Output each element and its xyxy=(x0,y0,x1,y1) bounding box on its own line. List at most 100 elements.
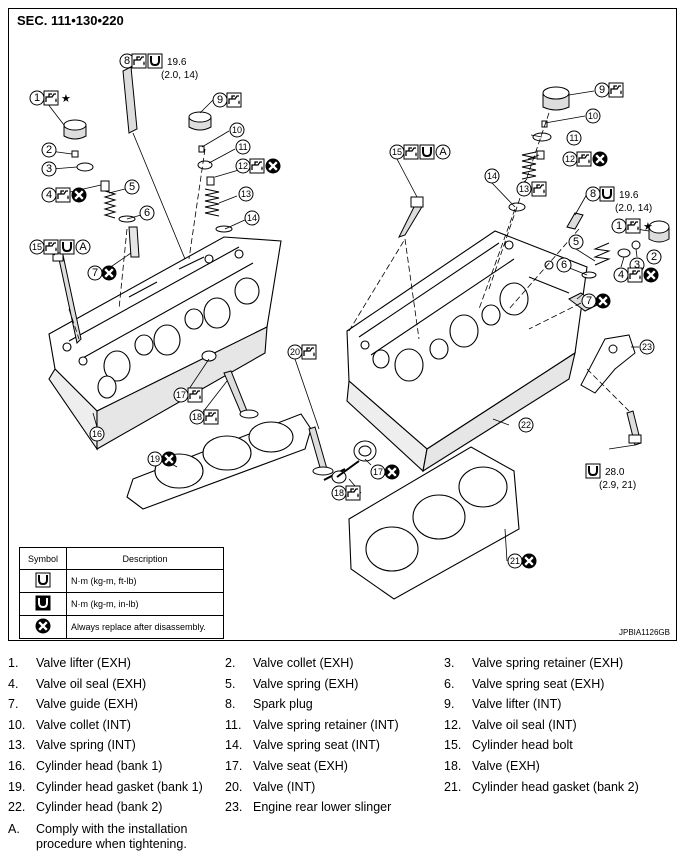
callout-14: 14 xyxy=(487,171,497,181)
callout-10: 10 xyxy=(232,125,242,135)
legend-text: Spark plug xyxy=(253,697,313,712)
legend-text: Valve seat (EXH) xyxy=(253,758,348,773)
callout-11: 11 xyxy=(238,142,247,152)
callout-13: 13 xyxy=(241,189,251,199)
oil-icon xyxy=(576,151,592,167)
torque-value-alt: (2.0, 14) xyxy=(615,203,652,214)
star-mark: ★ xyxy=(61,92,71,105)
replace-icon xyxy=(70,186,88,204)
callout-17: 17 xyxy=(176,390,186,400)
symbol-description: Always replace after disassembly. xyxy=(66,615,224,639)
legend-number: 3. xyxy=(444,656,455,670)
oil-icon xyxy=(131,53,147,69)
legend-number: 9. xyxy=(444,697,455,712)
callout-22: 22 xyxy=(521,420,531,430)
bank1-valve-parts xyxy=(52,66,347,484)
torque-value: 28.0 xyxy=(605,467,625,478)
legend-text: Valve guide (EXH) xyxy=(36,697,138,712)
callout-1: 1 xyxy=(616,220,622,232)
legend-item: 16.Cylinder head (bank 1) xyxy=(8,759,162,773)
legend-text: Valve spring seat (INT) xyxy=(253,738,380,753)
legend-item: 21. Cylinder head gasket (bank 2) xyxy=(444,780,639,794)
legend-text: Valve oil seal (EXH) xyxy=(36,676,147,691)
callout-1: 1 xyxy=(34,92,40,104)
callout-20: 20 xyxy=(290,347,300,357)
legend-number: 23. xyxy=(225,800,243,815)
symbol-row: N·m (kg-m, in-lb) xyxy=(19,592,224,616)
legend-item: 15.Cylinder head bolt xyxy=(444,738,573,752)
oil-icon xyxy=(403,144,419,160)
legend-number: 5. xyxy=(225,676,236,691)
oil-icon xyxy=(625,218,641,234)
legend-number: 19. xyxy=(8,779,26,794)
legend-text: Valve lifter (INT) xyxy=(472,697,562,712)
gasket-bank2 xyxy=(348,446,520,600)
callout-19: 19 xyxy=(150,454,160,464)
torque-value-alt: (2.0, 14) xyxy=(161,70,198,81)
legend-number: 1. xyxy=(8,656,19,670)
legend-number: 18. xyxy=(444,758,462,773)
legend-item: 9. Valve lifter (INT) xyxy=(444,697,561,711)
legend-number: 2. xyxy=(225,656,236,670)
legend-item: 19.Cylinder head gasket (bank 1) xyxy=(8,780,203,794)
torque-value: 19.6 xyxy=(619,190,639,201)
callout-6: 6 xyxy=(144,207,150,219)
section-title: SEC. 111•130•220 xyxy=(17,13,124,28)
torque-nm-inlb-icon xyxy=(35,595,51,611)
legend-item: 4. Valve oil seal (EXH) xyxy=(8,677,146,691)
legend-item: 7.Valve guide (EXH) xyxy=(8,697,138,711)
legend-item: 1.Valve lifter (EXH) xyxy=(8,656,131,670)
replace-icon xyxy=(160,450,178,468)
legend-number: 13. xyxy=(8,738,26,753)
legend-row: 19.Cylinder head gasket (bank 1) 20. Valve… xyxy=(8,780,676,801)
note-a-marker: A xyxy=(79,241,87,253)
torque-nm-ftlb-icon xyxy=(35,572,51,588)
oil-icon xyxy=(627,267,643,283)
legend-number: 12. xyxy=(444,717,462,732)
legend-item: 18.Valve (EXH) xyxy=(444,759,540,773)
exploded-diagram: 1 2 3 4 5 6 7 8 9 10 11 12 13 14 15 16 1… xyxy=(29,53,670,600)
legend-row: 1.Valve lifter (EXH) 2.Valve collet (EXH)… xyxy=(8,656,676,677)
symbol-description: N·m (kg-m, in-lb) xyxy=(66,592,224,616)
legend-item: 2.Valve collet (EXH) xyxy=(225,656,354,670)
legend-number: 8. xyxy=(225,697,236,712)
callout-18: 18 xyxy=(334,488,344,498)
legend-text: Valve spring (INT) xyxy=(36,738,136,753)
note-a-markers xyxy=(75,144,451,255)
oil-icon xyxy=(608,82,624,98)
legend-text: Engine rear lower slinger xyxy=(253,800,392,815)
oil-icon xyxy=(345,485,361,501)
legend-item: 22.Cylinder head (bank 2) xyxy=(8,800,162,814)
torque-icon xyxy=(599,186,615,202)
callout-15: 15 xyxy=(32,242,42,252)
replace-icon xyxy=(100,264,118,282)
legend-text: Valve (INT) xyxy=(253,779,316,794)
legend-number: 21. xyxy=(444,779,462,794)
legend-text: Valve spring retainer (EXH) xyxy=(472,656,624,670)
callout-5: 5 xyxy=(129,181,135,193)
legend-row: 10.Valve collet (INT) 11.Valve spring ret… xyxy=(8,718,676,739)
oil-icon xyxy=(55,187,71,203)
callout-14: 14 xyxy=(247,213,257,223)
legend-text: Cylinder head gasket (bank 2) xyxy=(472,779,639,794)
legend-number: 15. xyxy=(444,738,462,753)
legend-number: 4. xyxy=(8,676,19,691)
symbol-table: Symbol Description N·m (kg-m, ft-lb) N·m… xyxy=(19,547,224,639)
callout-3: 3 xyxy=(634,259,640,271)
symbol-table-header: Symbol Description xyxy=(19,547,224,570)
symbol-description: N·m (kg-m, ft-lb) xyxy=(66,569,224,593)
legend-row: 16.Cylinder head (bank 1)17.Valve seat (… xyxy=(8,759,676,780)
legend-item: 20. Valve (INT) xyxy=(225,780,315,794)
legend-item: 11.Valve spring retainer (INT) xyxy=(225,718,399,732)
legend-item: 10.Valve collet (INT) xyxy=(8,718,131,732)
replace-icon xyxy=(264,157,282,175)
callout-18: 18 xyxy=(192,412,202,422)
legend-text: Cylinder head (bank 2) xyxy=(36,800,163,815)
legend-item: 14.Valve spring seat (INT) xyxy=(225,738,380,752)
callout-7: 7 xyxy=(92,267,98,279)
legend-number: 20. xyxy=(225,779,243,794)
oil-icon xyxy=(226,92,242,108)
legend-text: Valve spring retainer (INT) xyxy=(253,717,399,732)
legend-item: 8. Spark plug xyxy=(225,697,313,711)
oil-icon xyxy=(301,344,317,360)
